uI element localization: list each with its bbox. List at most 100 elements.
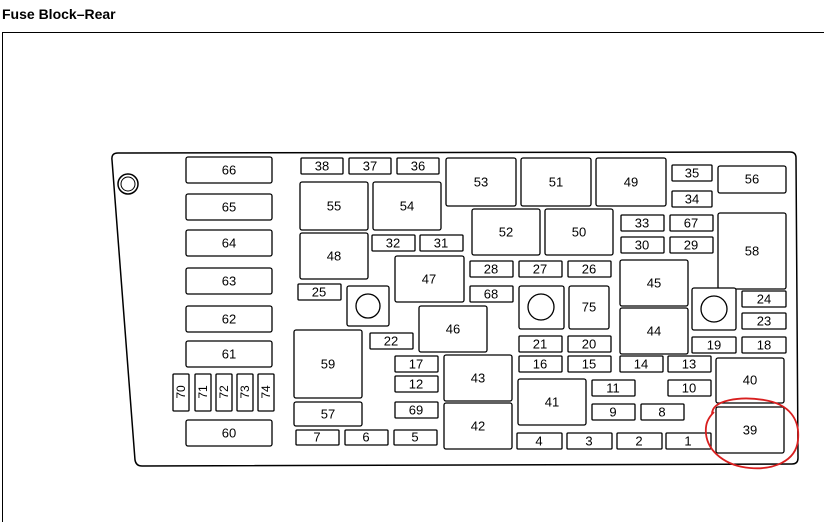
- svg-text:66: 66: [222, 163, 236, 178]
- svg-text:52: 52: [499, 225, 513, 240]
- relay-51: 51: [520, 157, 592, 207]
- svg-text:51: 51: [549, 175, 563, 190]
- fuse-70: 70: [172, 373, 190, 412]
- svg-text:2: 2: [635, 434, 642, 449]
- fuse-63: 63: [185, 267, 273, 295]
- fuse-1: 1: [665, 432, 712, 450]
- fuse-11: 11: [591, 379, 636, 397]
- fuse-66: 66: [185, 156, 273, 184]
- fuse-9: 9: [591, 403, 636, 421]
- svg-text:58: 58: [745, 244, 759, 259]
- relay-58: 58: [717, 212, 787, 290]
- fuse-62: 62: [185, 305, 273, 333]
- relay-56: 56: [717, 165, 787, 194]
- fuse-60: 60: [185, 419, 273, 447]
- fuse-36: 36: [396, 157, 440, 175]
- svg-text:12: 12: [409, 377, 423, 392]
- diagram-frame: [2, 32, 824, 522]
- svg-text:23: 23: [757, 314, 771, 329]
- fuse-32: 32: [371, 234, 416, 252]
- svg-text:42: 42: [471, 419, 485, 434]
- fuse-30: 30: [620, 236, 665, 254]
- svg-text:38: 38: [315, 159, 329, 174]
- fuse-69: 69: [394, 401, 439, 419]
- svg-text:53: 53: [474, 175, 488, 190]
- svg-text:18: 18: [757, 338, 771, 353]
- fuse-6: 6: [344, 429, 389, 446]
- fuse-31: 31: [419, 234, 464, 252]
- relay-socket-1: [346, 285, 390, 327]
- fuse-25: 25: [297, 283, 342, 301]
- svg-text:25: 25: [312, 285, 326, 300]
- fuse-71: 71: [194, 373, 212, 412]
- relay-53: 53: [445, 157, 517, 207]
- svg-text:26: 26: [582, 262, 596, 277]
- relay-44: 44: [619, 307, 689, 355]
- fuse-68: 68: [469, 285, 514, 303]
- fuse-23: 23: [741, 312, 787, 330]
- svg-text:44: 44: [647, 324, 661, 339]
- svg-text:4: 4: [535, 434, 542, 449]
- svg-text:54: 54: [400, 199, 414, 214]
- svg-text:30: 30: [635, 238, 649, 253]
- fuse-27: 27: [518, 260, 563, 278]
- svg-text:27: 27: [533, 262, 547, 277]
- fuse-72: 72: [215, 373, 233, 412]
- svg-text:10: 10: [682, 381, 696, 396]
- fuse-37: 37: [348, 157, 392, 175]
- fuse-26: 26: [567, 260, 612, 278]
- mounting-hole-inner: [120, 176, 136, 192]
- fuse-2: 2: [616, 432, 663, 450]
- fuse-21: 21: [518, 335, 563, 353]
- relay-socket-3: [691, 287, 737, 331]
- svg-text:33: 33: [635, 216, 649, 231]
- svg-text:47: 47: [422, 272, 436, 287]
- svg-text:55: 55: [327, 199, 341, 214]
- svg-text:28: 28: [484, 262, 498, 277]
- relay-54: 54: [372, 181, 442, 231]
- svg-text:24: 24: [757, 292, 771, 307]
- svg-text:61: 61: [222, 347, 236, 362]
- svg-text:75: 75: [582, 300, 596, 315]
- svg-text:65: 65: [222, 200, 236, 215]
- relay-39: 39: [715, 406, 785, 454]
- svg-text:9: 9: [609, 405, 616, 420]
- fuse-38: 38: [300, 157, 344, 175]
- relay-43: 43: [443, 354, 513, 402]
- highlight-circle: [704, 397, 800, 470]
- svg-text:50: 50: [572, 225, 586, 240]
- relay-45: 45: [619, 259, 689, 307]
- svg-text:31: 31: [434, 236, 448, 251]
- relay-59: 59: [293, 329, 363, 399]
- fuse-28: 28: [469, 260, 514, 278]
- fuse-34: 34: [671, 190, 713, 208]
- svg-text:64: 64: [222, 236, 236, 251]
- fuse-10: 10: [667, 379, 712, 397]
- fuse-3: 3: [566, 432, 613, 450]
- relay-47: 47: [394, 255, 465, 303]
- svg-text:70: 70: [174, 385, 188, 399]
- svg-text:5: 5: [411, 430, 418, 445]
- fuse-65: 65: [185, 193, 273, 221]
- svg-text:43: 43: [471, 371, 485, 386]
- svg-text:45: 45: [647, 276, 661, 291]
- svg-text:22: 22: [384, 334, 398, 349]
- fuse-67: 67: [669, 214, 714, 232]
- fuse-5: 5: [393, 429, 438, 446]
- svg-text:36: 36: [411, 159, 425, 174]
- svg-text:63: 63: [222, 274, 236, 289]
- fuse-15: 15: [567, 355, 612, 373]
- fuse-18: 18: [741, 336, 787, 354]
- svg-text:62: 62: [222, 312, 236, 327]
- fuse-74: 74: [257, 373, 275, 412]
- svg-text:39: 39: [743, 423, 757, 438]
- relay-55: 55: [299, 181, 369, 231]
- relay-40: 40: [715, 357, 785, 404]
- relay-57: 57: [293, 401, 363, 427]
- svg-text:20: 20: [582, 337, 596, 352]
- svg-text:67: 67: [684, 216, 698, 231]
- svg-text:40: 40: [743, 373, 757, 388]
- svg-text:46: 46: [446, 322, 460, 337]
- svg-text:21: 21: [533, 337, 547, 352]
